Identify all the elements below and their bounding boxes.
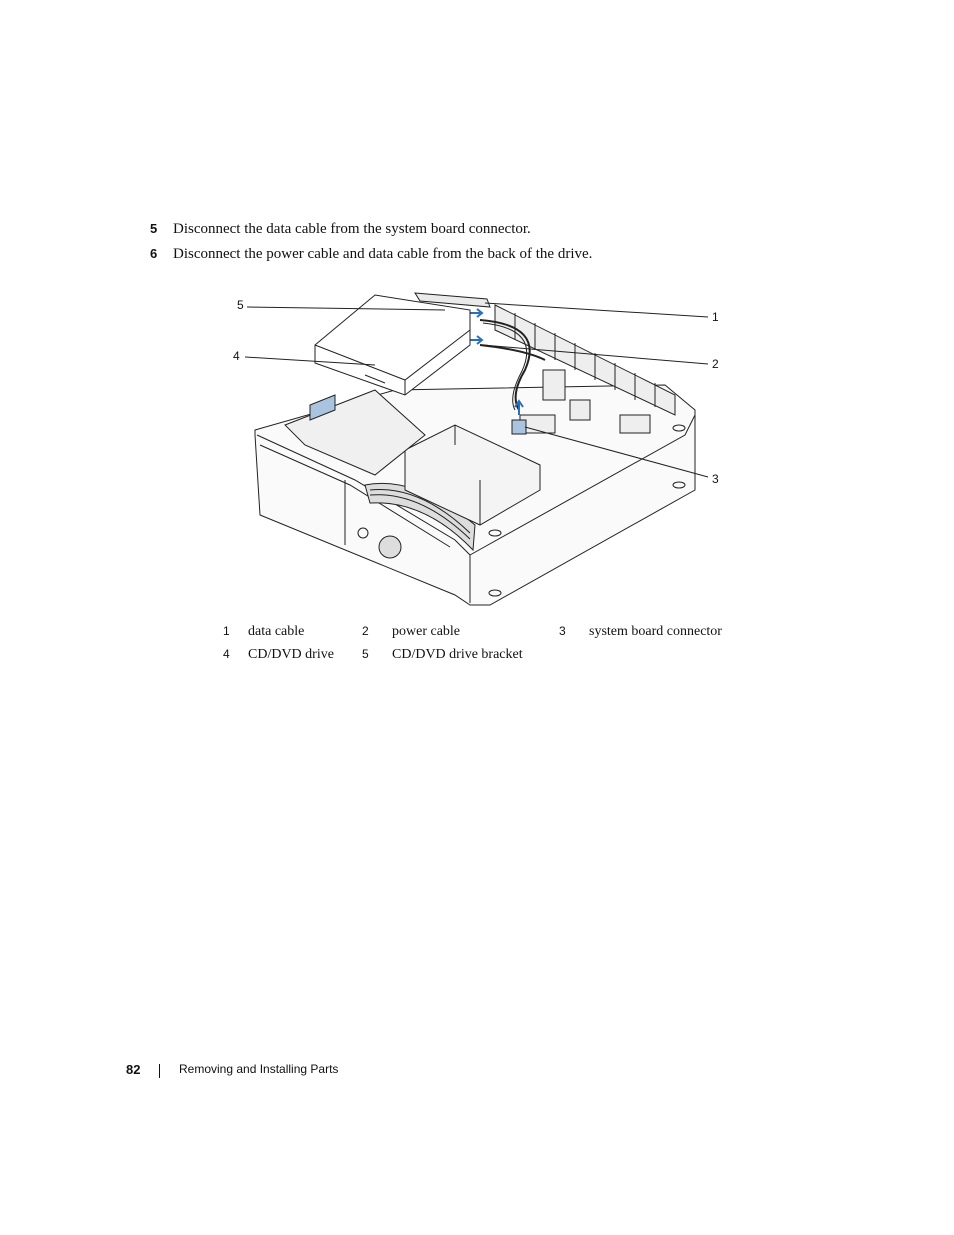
callout-2: 2 (712, 357, 719, 371)
legend-label: CD/DVD drive (248, 647, 334, 662)
legend-label: power cable (392, 624, 461, 639)
callout-leader-2 (482, 344, 709, 365)
legend-label: data cable (248, 624, 305, 639)
system-board-connector (511, 419, 527, 435)
footer-section-title: Removing and Installing Parts (179, 1062, 339, 1076)
legend-number: 1 (223, 624, 230, 638)
step-number: 6 (150, 246, 158, 261)
legend-number: 2 (362, 624, 369, 638)
footer-divider (159, 1064, 160, 1078)
step-number: 5 (150, 221, 158, 236)
legend-number: 5 (362, 647, 369, 661)
callout-5: 5 (237, 298, 244, 312)
page-number: 82 (126, 1062, 141, 1077)
callout-4: 4 (233, 349, 240, 363)
data-cable (479, 319, 531, 411)
callout-leader-3 (524, 426, 709, 478)
power-cable (479, 344, 546, 361)
step-text: Disconnect the power cable and data cabl… (173, 246, 593, 262)
front-vent (364, 482, 476, 552)
legend-label: CD/DVD drive bracket (392, 647, 523, 662)
step-text: Disconnect the data cable from the syste… (173, 221, 531, 237)
arrow-up-icon (514, 399, 524, 415)
chassis-front-bezel (256, 434, 471, 603)
callout-leader-4 (244, 356, 376, 366)
callout-leader-5 (246, 306, 446, 311)
legend-number: 3 (559, 624, 566, 638)
callout-leader-1 (484, 302, 709, 318)
callout-3: 3 (712, 472, 719, 486)
legend-number: 4 (223, 647, 230, 661)
power-button-icon (357, 527, 369, 539)
legend-label: system board connector (589, 624, 722, 639)
drive-bay (284, 389, 426, 476)
dell-logo-badge (378, 535, 402, 559)
cd-dvd-drive-bracket (414, 292, 491, 308)
callout-1: 1 (712, 310, 719, 324)
computer-chassis-illustration: 5 4 1 2 3 (233, 292, 719, 606)
cd-dvd-drive (314, 294, 471, 396)
